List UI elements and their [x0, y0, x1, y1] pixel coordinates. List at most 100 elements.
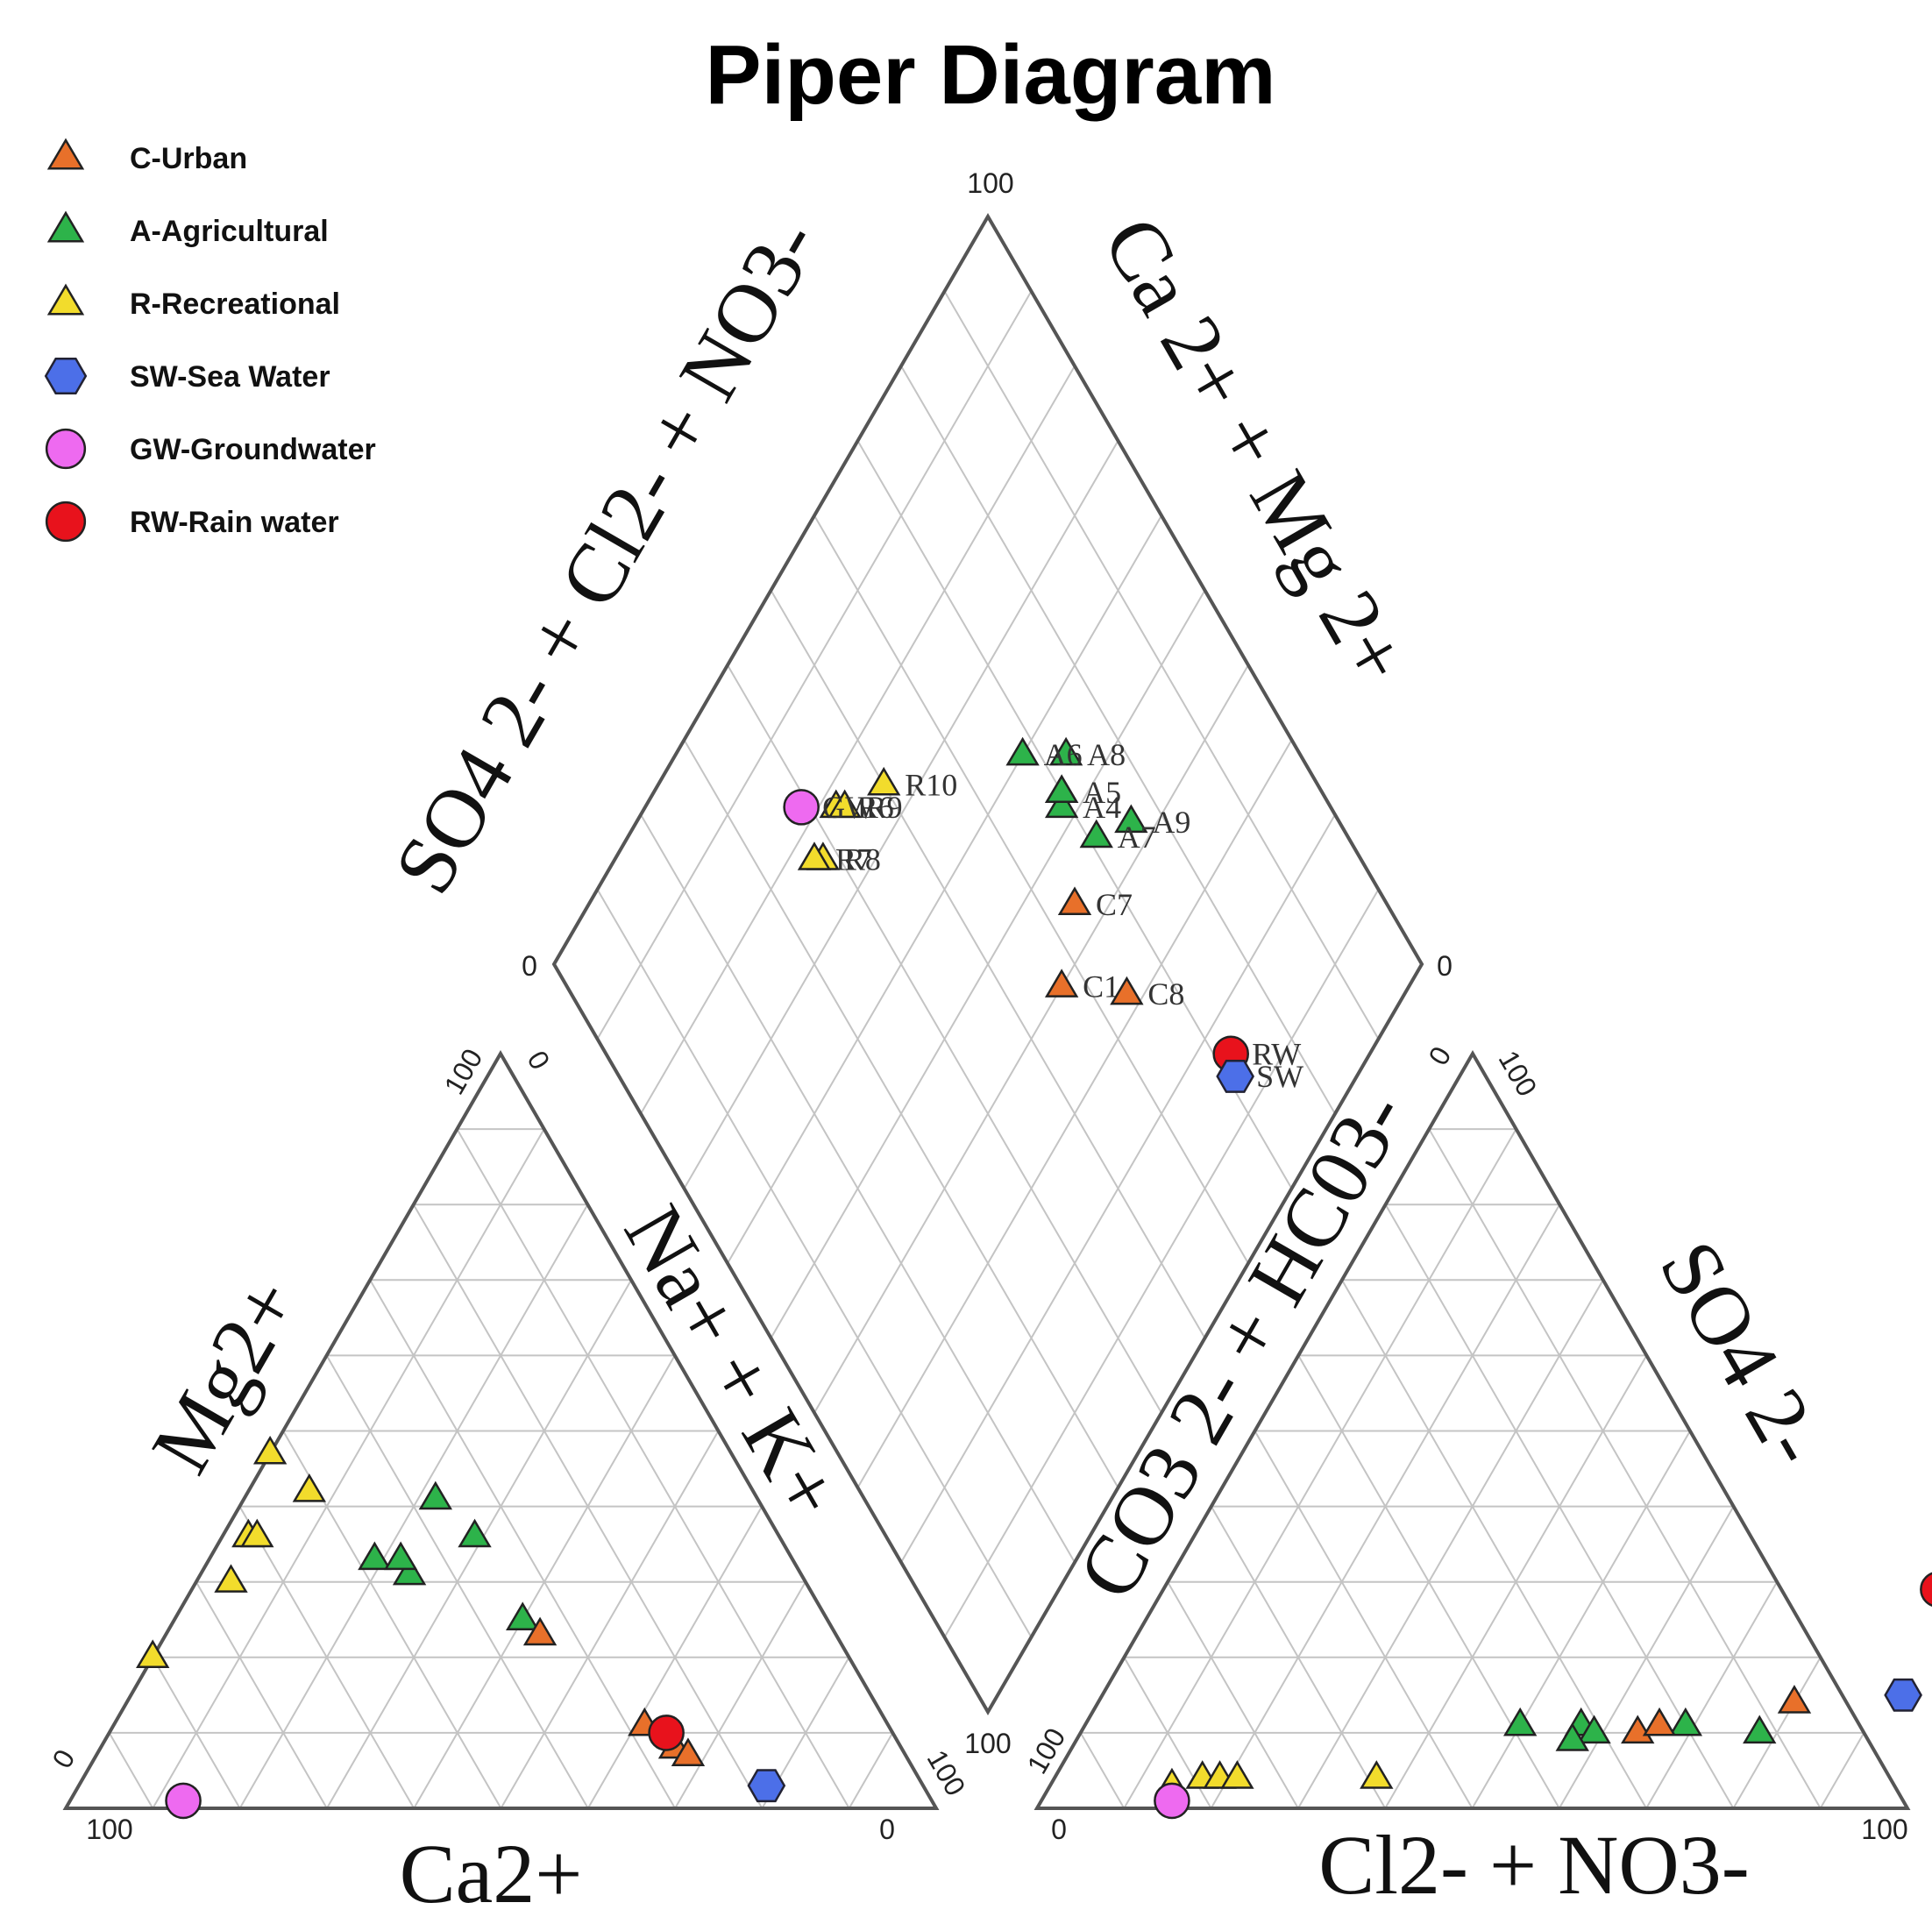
- anion-point-a: [1502, 1707, 1538, 1736]
- legend-marker-gw: [45, 428, 87, 470]
- anion-gridline: [1210, 1506, 1387, 1809]
- anion-point-r: [1220, 1760, 1254, 1789]
- cation-point-c: [522, 1616, 558, 1646]
- anion-gridline: [1428, 1128, 1822, 1809]
- anion-point-c: [1642, 1707, 1677, 1736]
- anion-point-r: [1360, 1760, 1394, 1789]
- cation-gridline: [152, 1657, 241, 1809]
- cation-points: [136, 1435, 786, 1820]
- diamond-gridline: [813, 515, 1249, 1264]
- legend-marker-a: [46, 210, 85, 243]
- diamond-gridline: [770, 589, 1206, 1339]
- cation-point-a: [458, 1518, 492, 1548]
- cation-gridline: [369, 1279, 676, 1809]
- diamond-point-r: [867, 766, 901, 796]
- cation-left-title: Mg2+: [133, 1262, 317, 1487]
- cation-point-a: [506, 1601, 540, 1630]
- diamond-point-label: RW: [1252, 1036, 1301, 1071]
- diamond-border: [551, 213, 1424, 1715]
- anion-right-title: SO4 2-: [1642, 1225, 1843, 1480]
- cation-gridline: [848, 1732, 894, 1809]
- anion-gridline: [1123, 1128, 1517, 1809]
- cation-left-tick-100: 100: [438, 1043, 489, 1099]
- cation-point-a: [358, 1541, 392, 1571]
- legend-marker-sw: [44, 358, 88, 394]
- cation-right-title: Na+ + K+: [607, 1189, 860, 1534]
- anion-point-a: [1668, 1707, 1703, 1736]
- diamond-point-label: R10: [905, 767, 957, 802]
- cation-point-rw: [648, 1715, 685, 1751]
- diamond-point-label: GW: [822, 790, 875, 825]
- cation-gridline: [108, 1732, 154, 1809]
- anion-left-tick-100: 100: [1021, 1722, 1072, 1778]
- diamond-gridline: [943, 889, 1380, 1638]
- diamond-gridline: [900, 813, 1336, 1563]
- diamond-gridline: [813, 664, 1249, 1414]
- anion-bottom-tick-0: 0: [1051, 1814, 1067, 1845]
- diamond-bottom-tick: 100: [964, 1728, 1011, 1759]
- cation-point-gw: [165, 1782, 202, 1820]
- diamond-gridline: [900, 366, 1336, 1115]
- diamond-point-sw: [1216, 1060, 1254, 1093]
- cation-right-tick-0: 0: [521, 1046, 556, 1075]
- diamond-point-label: A4: [1083, 790, 1121, 825]
- anion-points: [1154, 1572, 1932, 1820]
- cation-border: [62, 1049, 940, 1810]
- cation-gridline: [500, 1431, 720, 1809]
- anion-point-gw: [1154, 1782, 1190, 1820]
- anion-bottom-tick-100: 100: [1861, 1814, 1907, 1845]
- cation-point-a: [383, 1541, 418, 1571]
- anion-point-a: [1743, 1715, 1777, 1744]
- cation-point-r: [252, 1435, 288, 1465]
- diamond-point-label: C1: [1083, 969, 1119, 1005]
- cation-point-a: [418, 1480, 453, 1510]
- cation-gridline: [586, 1506, 764, 1809]
- diamond-point-c: [1057, 886, 1092, 915]
- cation-gridline: [238, 1506, 416, 1809]
- diamond-point-a: [1114, 804, 1148, 834]
- cation-point-a: [392, 1556, 427, 1586]
- diamond-gridline: [943, 290, 1380, 1040]
- anion-point-a: [1555, 1722, 1589, 1751]
- legend-label-r: R-Recreational: [130, 288, 340, 321]
- diamond-point-label: A8: [1087, 737, 1126, 772]
- legend: C-UrbanA-AgriculturalR-RecreationalSW-Se…: [44, 138, 376, 543]
- diamond-point-r: [797, 841, 832, 870]
- diamond-point-label: C7: [1096, 887, 1133, 922]
- legend-label-c: C-Urban: [130, 142, 247, 175]
- anion-right-tick-100: 100: [1493, 1045, 1544, 1101]
- diamond-point-a: [1005, 736, 1040, 766]
- anion-point-rw: [1920, 1572, 1932, 1607]
- cation-point-sw: [747, 1769, 786, 1803]
- cation-point-r: [214, 1564, 248, 1593]
- anion-border: [1033, 1049, 1911, 1810]
- diamond-point-a: [1048, 736, 1083, 766]
- diamond-point-r: [827, 789, 862, 819]
- cation-gridline: [456, 1128, 850, 1809]
- diamond-point-label: C8: [1147, 976, 1184, 1012]
- anion-gridline: [1079, 1732, 1126, 1809]
- anion-gridline: [1645, 1581, 1779, 1809]
- diamond-point-a: [1044, 774, 1079, 804]
- diamond-gridline: [856, 739, 1293, 1488]
- diamond-point-label: A5: [1083, 775, 1121, 810]
- cation-point-c: [671, 1737, 706, 1766]
- legend-label-sw: SW-Sea Water: [130, 360, 330, 394]
- diamond-top-tick: 100: [967, 167, 1013, 199]
- cation-point-r: [240, 1518, 274, 1548]
- diamond-point-label: A9: [1152, 805, 1190, 840]
- anion-gridline: [1297, 1279, 1604, 1809]
- anion-point-c: [1777, 1685, 1812, 1714]
- diamond-point-c: [1110, 976, 1144, 1005]
- cation-gridline: [195, 1581, 328, 1809]
- cation-point-r: [292, 1473, 327, 1502]
- legend-marker-rw: [45, 501, 87, 543]
- legend-label-rw: RW-Rain water: [130, 506, 339, 539]
- cation-point-r: [136, 1639, 170, 1669]
- anion-gridline: [1167, 1581, 1299, 1809]
- diamond-point-a: [1044, 789, 1079, 819]
- diamond-point-label: A7: [1118, 820, 1156, 855]
- diamond-point-gw: [783, 789, 820, 826]
